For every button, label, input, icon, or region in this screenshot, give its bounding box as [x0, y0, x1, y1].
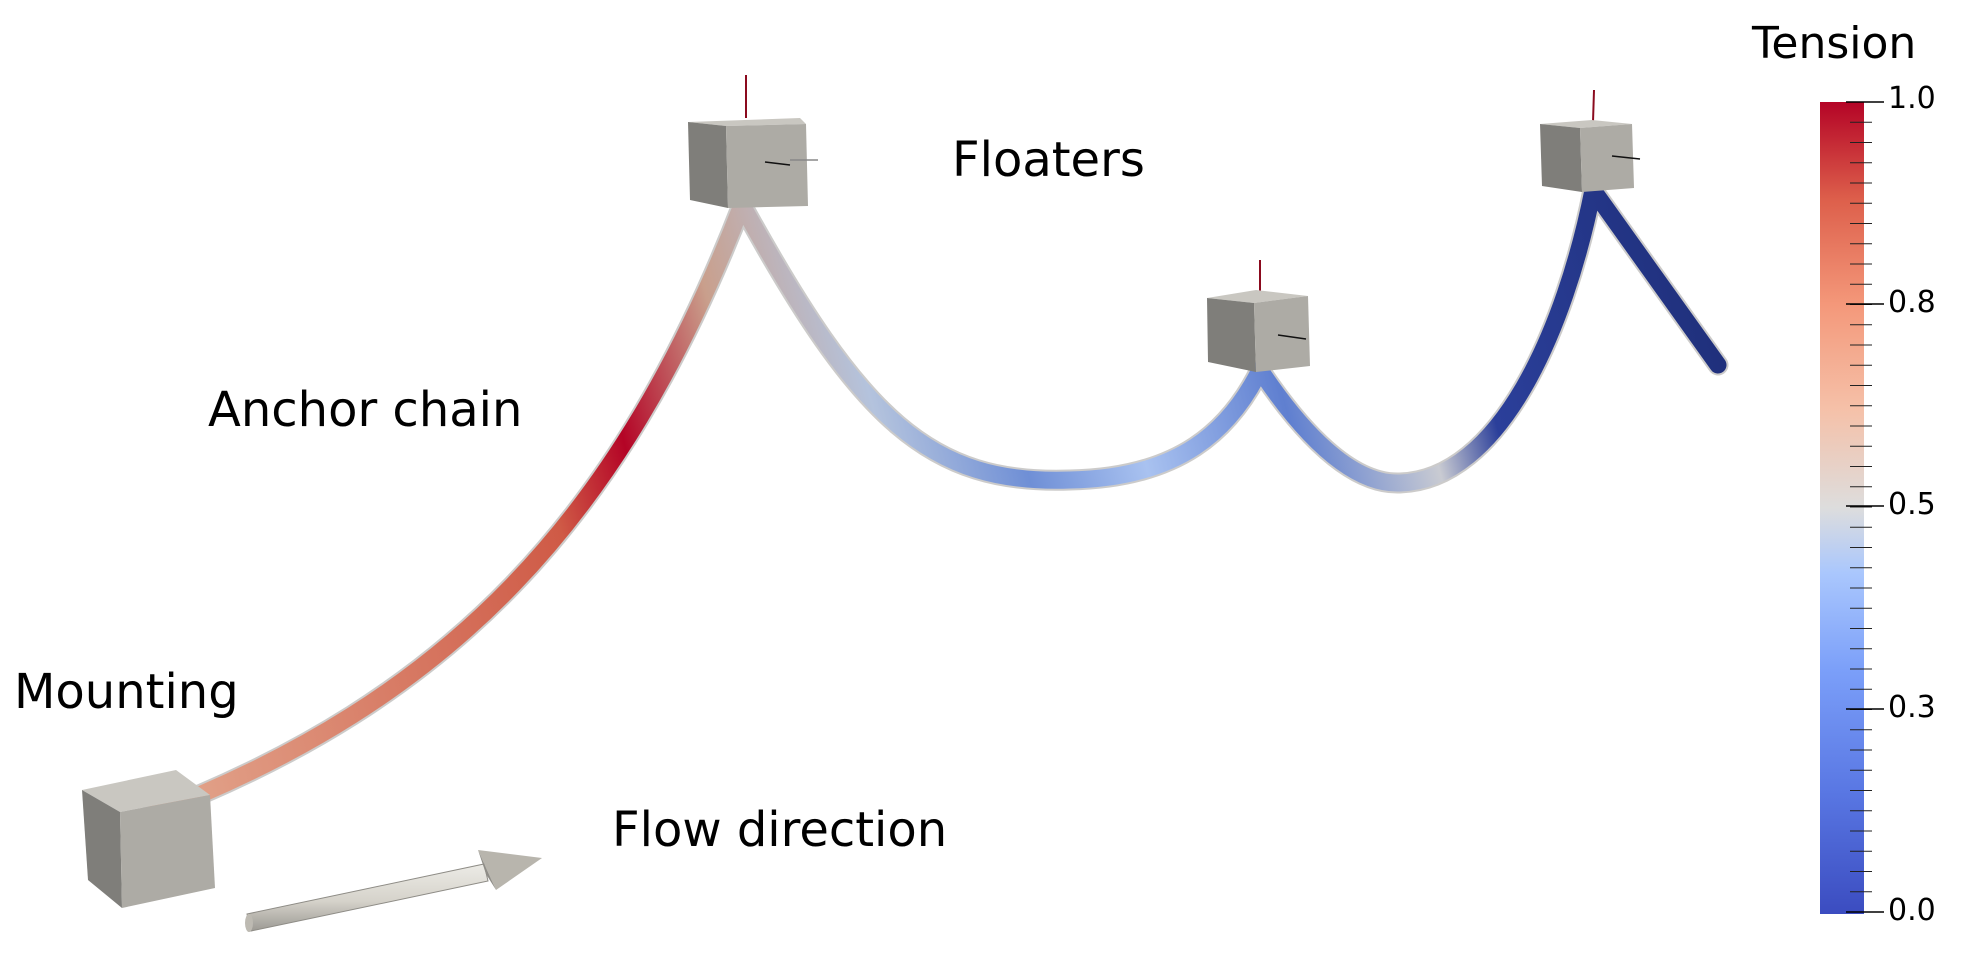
- floater-box-1: [688, 75, 818, 208]
- floater-box-2: [1207, 260, 1310, 372]
- colorbar-tick-label: 0.0: [1888, 893, 1936, 928]
- colorbar-minor-ticks: [1850, 101, 1872, 913]
- colorbar-title: Tension: [1752, 18, 1917, 69]
- colorbar-tick-label: 0.8: [1888, 285, 1936, 320]
- colorbar-tick-label: 0.3: [1888, 690, 1936, 725]
- mounting-label: Mounting: [14, 664, 239, 720]
- colorbar-major-ticks: [1846, 101, 1884, 913]
- flow-direction-label: Flow direction: [612, 802, 948, 858]
- colorbar-tick-label: 0.5: [1888, 487, 1936, 522]
- floaters-label: Floaters: [952, 132, 1145, 188]
- tension-colorbar: [1820, 101, 1884, 914]
- anchor-chain-tube: [139, 179, 1729, 826]
- mounting-box: [82, 770, 215, 908]
- anchor-chain-label: Anchor chain: [208, 382, 523, 438]
- floater-box-3: [1540, 89, 1641, 192]
- flow-direction-arrow: [245, 850, 542, 932]
- colorbar-tick-label: 1.0: [1888, 81, 1936, 116]
